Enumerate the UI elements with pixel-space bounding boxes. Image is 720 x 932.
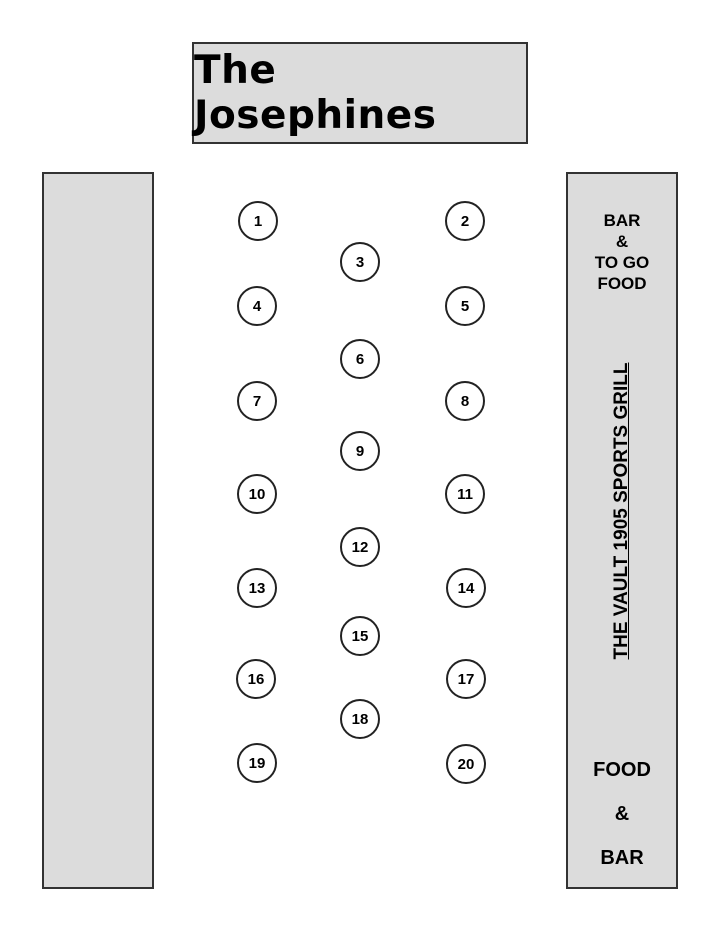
bar-top-line: FOOD [597,274,647,293]
table-6: 6 [340,339,380,379]
table-17: 17 [446,659,486,699]
table-4: 4 [237,286,277,326]
table-20: 20 [446,744,486,784]
food-and-bar-label: FOOD & BAR [568,758,676,890]
bar-top-line: TO GO [594,253,650,272]
table-10: 10 [237,474,277,514]
table-9: 9 [340,431,380,471]
venue-name: THE VAULT 1905 SPORTS GRILL [611,362,632,660]
banner-title: The Josephines [194,48,437,138]
table-16: 16 [236,659,276,699]
table-1: 1 [238,201,278,241]
table-14: 14 [446,568,486,608]
table-7: 7 [237,381,277,421]
right-bar-block: BAR & TO GO FOOD THE VAULT 1905 SPORTS G… [566,172,678,889]
josephines-banner: The Josephines [192,42,528,144]
table-3: 3 [340,242,380,282]
table-2: 2 [445,201,485,241]
table-12: 12 [340,527,380,567]
table-5: 5 [445,286,485,326]
left-wall-block [42,172,154,889]
food-bar-line: FOOD [593,759,651,781]
bar-top-line: & [615,232,629,251]
bar-to-go-food-label: BAR & TO GO FOOD [568,210,676,294]
table-19: 19 [237,743,277,783]
table-13: 13 [237,568,277,608]
bar-top-line: BAR [603,211,641,230]
table-8: 8 [445,381,485,421]
table-11: 11 [445,474,485,514]
table-18: 18 [340,699,380,739]
table-15: 15 [340,616,380,656]
food-bar-line: BAR [600,847,644,869]
food-bar-line: & [614,803,630,825]
